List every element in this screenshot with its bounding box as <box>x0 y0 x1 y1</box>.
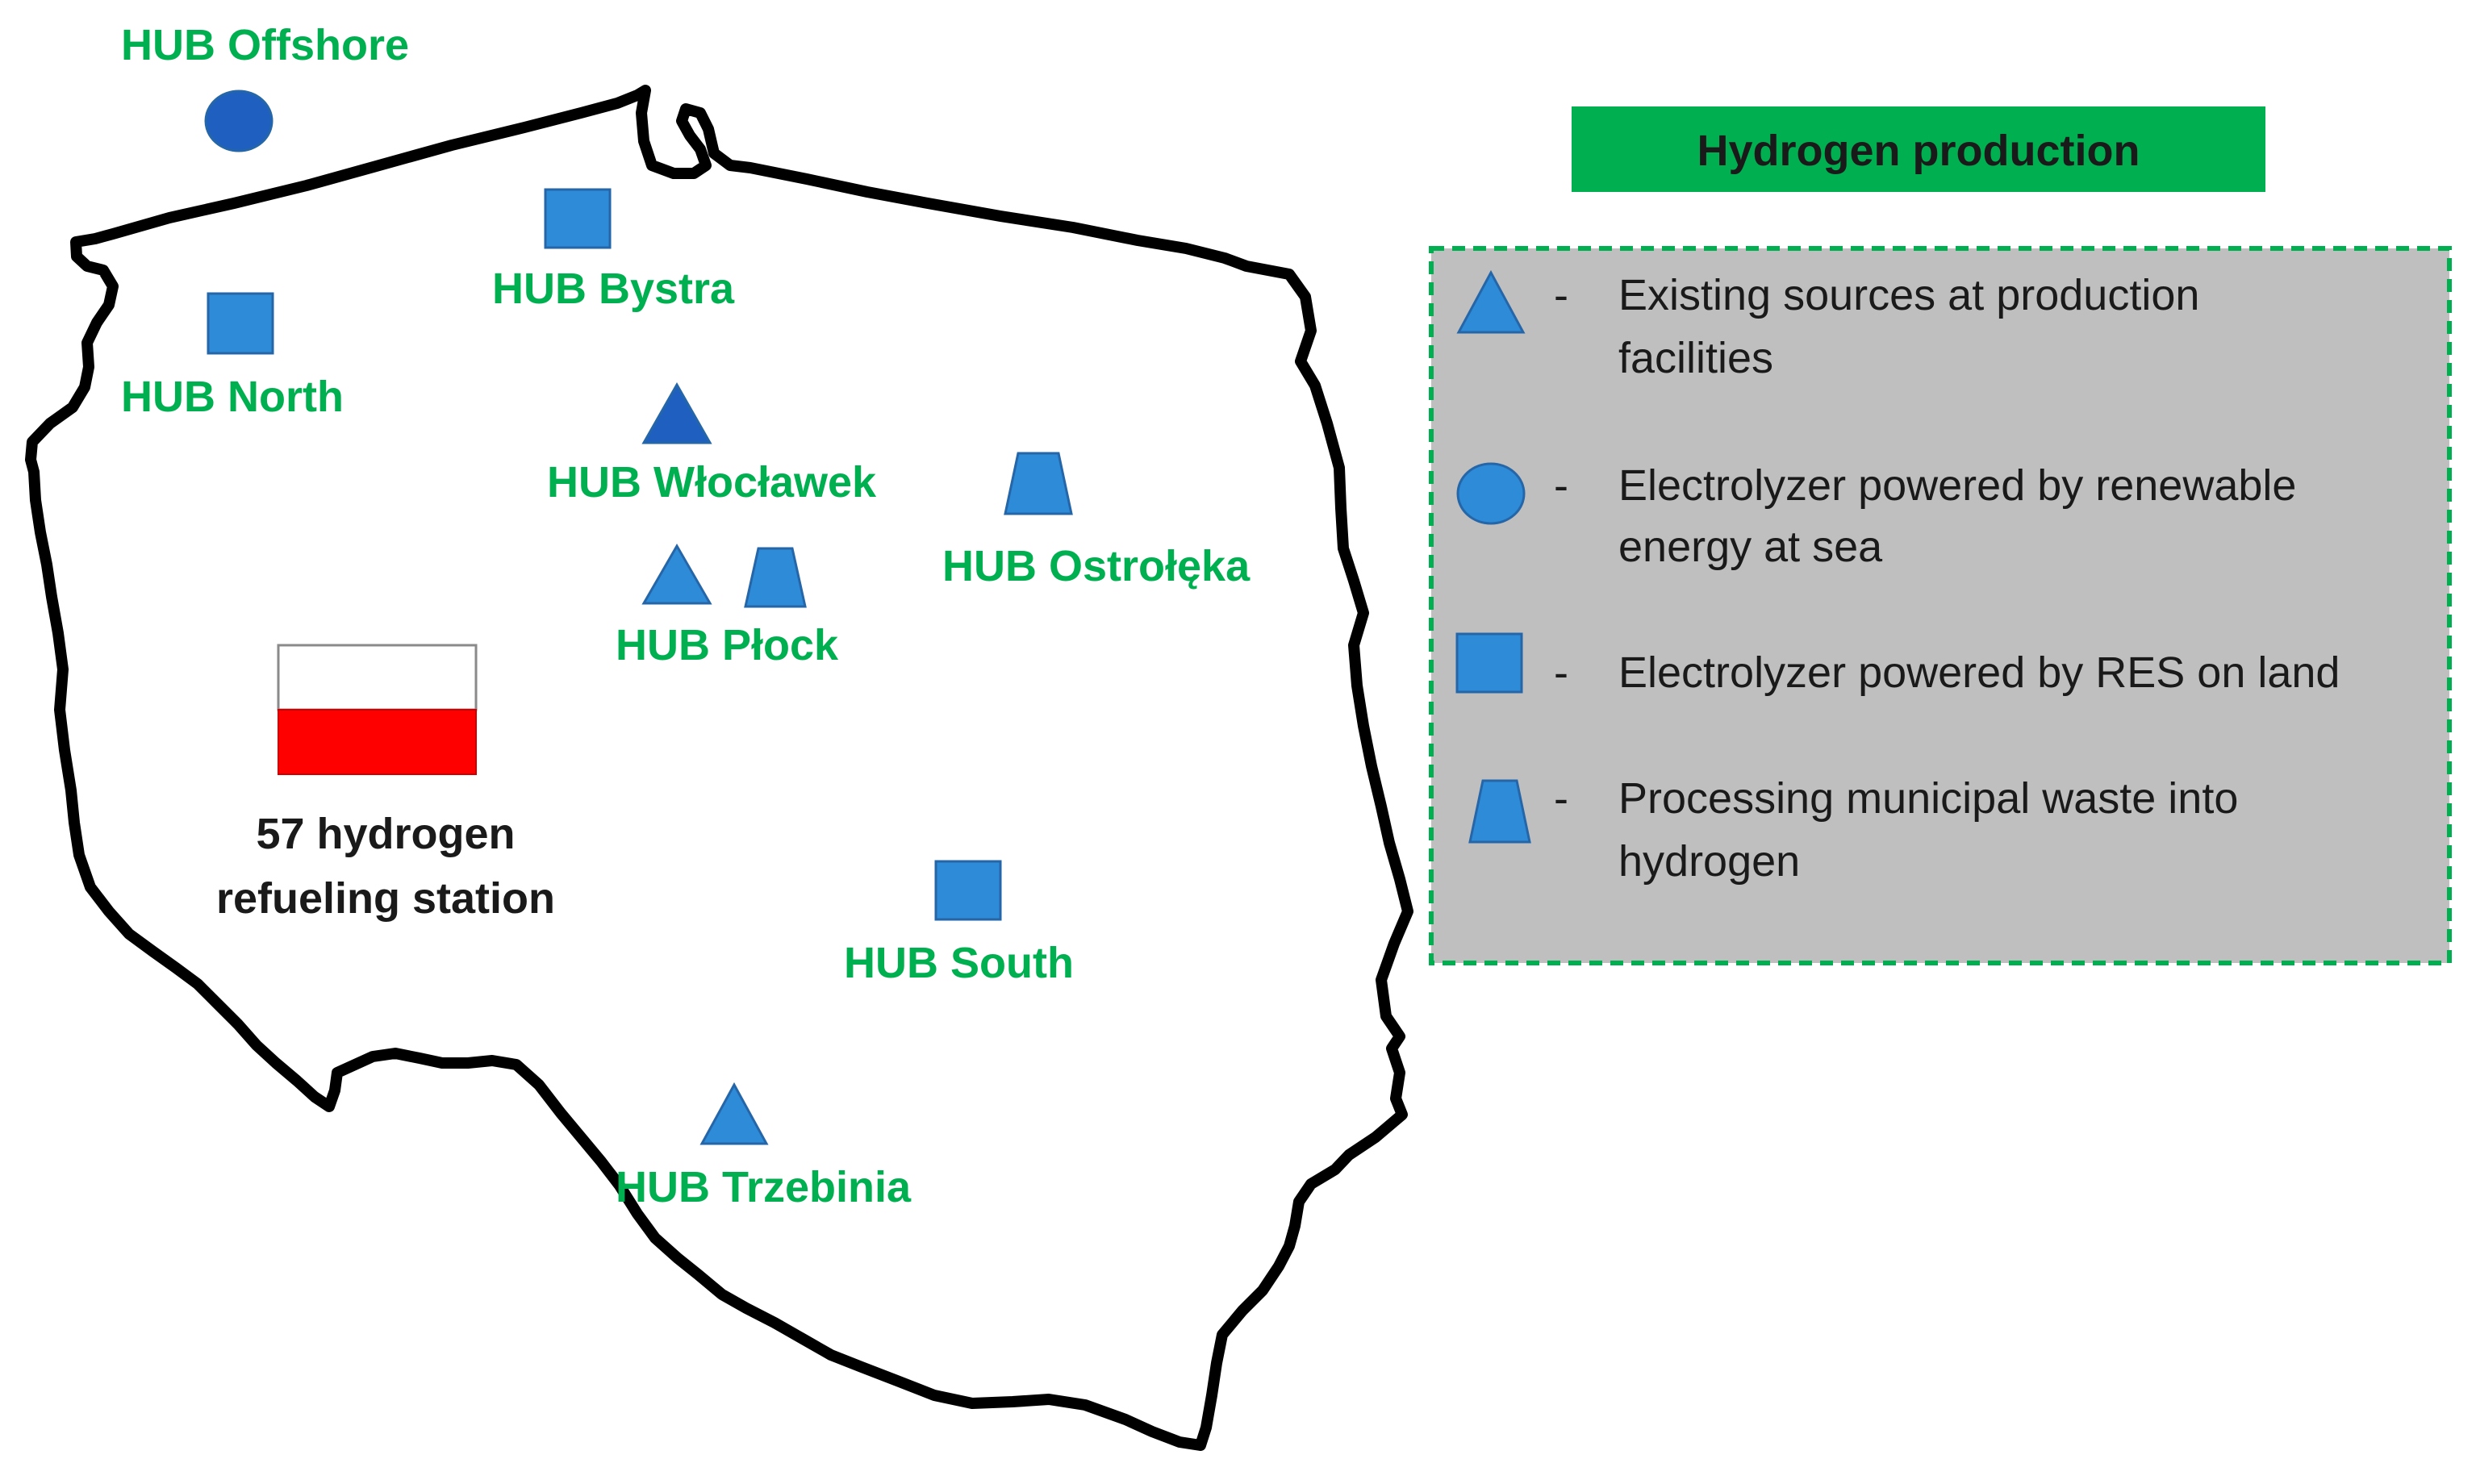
legend-item-waste-processing-line1: Processing municipal waste into <box>1618 774 2238 823</box>
hub-bystra-square-marker <box>544 188 612 249</box>
legend-item-existing-sources-line1: Existing sources at production <box>1618 271 2199 319</box>
hub-south-square-marker <box>934 860 1002 921</box>
legend-title-bar <box>1572 106 2265 192</box>
hub-label-bystra: HUB Bystra <box>492 265 735 313</box>
legend-triangle-icon <box>1456 269 1526 334</box>
poland-flag-icon <box>277 644 478 775</box>
legend-trapezoid-icon <box>1468 779 1531 844</box>
legend-box <box>1429 246 2452 965</box>
hub-wloclawek-triangle-marker <box>641 381 712 444</box>
legend-item-waste-processing-line2: hydrogen <box>1618 837 1800 886</box>
station-type-label: refueling station <box>216 874 555 923</box>
hub-plock-triangle-marker <box>641 544 712 605</box>
legend-item-land-electrolyzer: Electrolyzer powered by RES on land <box>1618 648 2340 697</box>
hub-trzebinia-triangle-marker <box>699 1082 769 1145</box>
legend-dash: - <box>1554 774 1568 823</box>
legend-item-offshore-electrolyzer-line2: energy at sea <box>1618 523 1883 571</box>
hub-label-ostroleka: HUB Ostrołęka <box>942 542 1251 590</box>
legend-circle-icon <box>1456 462 1526 525</box>
hub-offshore-circle-marker <box>204 90 273 152</box>
hub-ostroleka-trapezoid-marker <box>1004 452 1073 515</box>
legend-dash: - <box>1554 648 1568 697</box>
hub-north-square-marker <box>207 292 274 355</box>
hub-plock-trapezoid-marker <box>744 547 807 608</box>
legend-dash: - <box>1554 461 1568 510</box>
poland-outline <box>25 85 1413 1451</box>
legend-item-offshore-electrolyzer-line1: Electrolyzer powered by renewable <box>1618 461 2296 510</box>
hub-label-trzebinia: HUB Trzebinia <box>616 1163 912 1211</box>
legend-dash: - <box>1554 271 1568 319</box>
hub-label-offshore: HUB Offshore <box>121 21 409 69</box>
hub-label-wloclawek: HUB Włocławek <box>547 458 877 506</box>
legend-square-icon <box>1455 632 1523 694</box>
hub-label-north: HUB North <box>121 373 344 421</box>
hub-label-plock: HUB Płock <box>616 621 839 669</box>
station-count-label: 57 hydrogen <box>256 810 515 858</box>
legend-title: Hydrogen production <box>1697 127 2140 175</box>
legend-item-existing-sources-line2: facilities <box>1618 334 1773 382</box>
hub-label-south: HUB South <box>844 939 1074 987</box>
